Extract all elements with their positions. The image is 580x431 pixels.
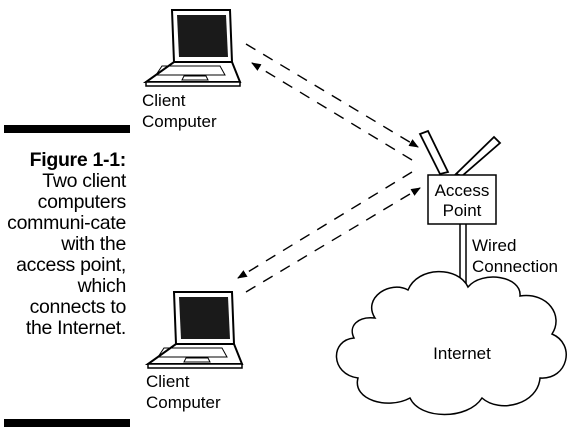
figure-caption-text: Two client computers communi-cate with t… [7,170,126,339]
arrow-bottom-to-ap [245,187,421,293]
client-top-label-line1: Client [142,91,186,110]
access-point-label-line1: Access [435,181,490,200]
internet-label: Internet [433,344,491,363]
client-bottom-label-line2: Computer [146,393,221,412]
client-top-label-line2: Computer [142,112,217,131]
laptop-bottom-icon [144,291,244,369]
caption-bottom-rule [4,419,130,427]
arrow-ap-to-bottom [237,171,413,279]
caption-top-rule [4,125,130,133]
arrow-top-to-ap [245,43,419,148]
client-bottom-label-line1: Client [146,372,190,391]
internet-cloud-icon [335,270,567,416]
arrow-ap-to-top [251,62,413,161]
access-point-label-line2: Point [443,201,482,220]
figure-label: Figure 1-1: [29,149,127,171]
wired-label-line2: Connection [472,257,558,276]
access-point-box [427,174,497,225]
wired-label-line1: Wired [472,236,516,255]
access-point-antennas [418,129,502,178]
laptop-top-icon [142,9,242,87]
figure-caption: Figure 1-1: Two client computers communi… [2,150,126,339]
